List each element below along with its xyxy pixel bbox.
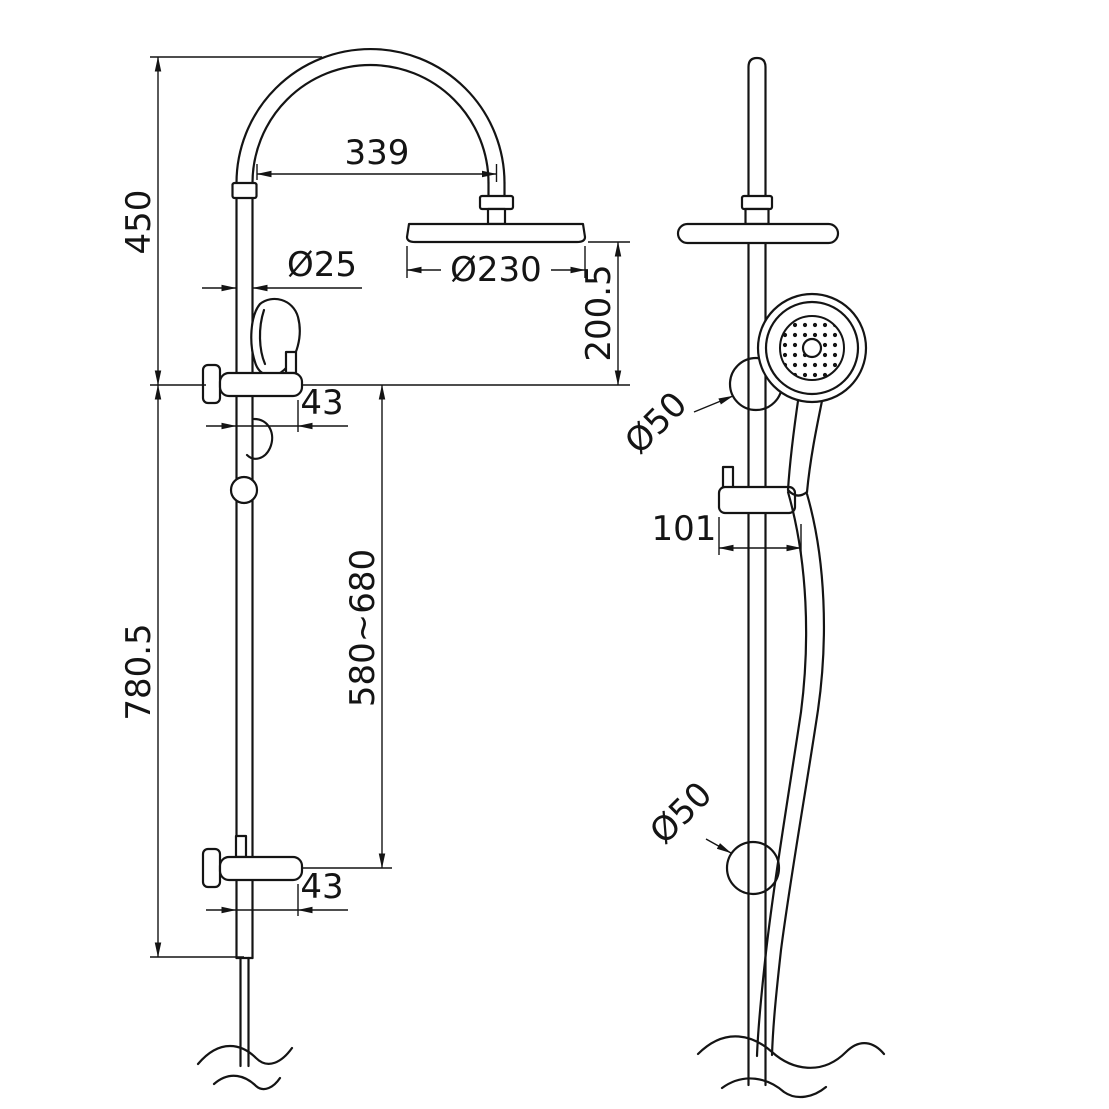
- dim-label-d230: Ø230: [450, 250, 542, 290]
- hand-shower-face: [756, 292, 868, 404]
- riser-pipe-front: [747, 56, 767, 1087]
- hand-shower-handle: [786, 392, 825, 497]
- wall-plate: [201, 847, 222, 889]
- bracket-pin: [721, 465, 735, 490]
- dim-label-450: 450: [119, 190, 159, 255]
- rain-shower-head-front: [676, 194, 840, 245]
- dim-label-580-680: 580~680: [343, 549, 383, 707]
- head-connector-flange: [478, 194, 515, 211]
- wall-plate: [201, 363, 222, 405]
- leader-d50-top: [693, 395, 734, 413]
- bracket-arm: [218, 855, 304, 882]
- dim-label-43-bottom: 43: [300, 867, 343, 907]
- break-line-right: [696, 1035, 886, 1099]
- gooseneck-arc: [235, 47, 506, 198]
- dim-label-339: 339: [345, 133, 410, 173]
- break-line-left: [196, 1045, 294, 1091]
- leader-d50-bottom: [705, 838, 732, 854]
- bracket-body: [717, 485, 797, 515]
- shower-hose: [755, 490, 826, 1058]
- dim-label-101: 101: [652, 509, 717, 549]
- side-view: [196, 47, 587, 1091]
- hose-holder-ring-bottom: [725, 840, 781, 896]
- front-view: [676, 56, 886, 1099]
- wall-bracket-top: [201, 350, 304, 405]
- head-connector-stem: [744, 207, 770, 226]
- pipe-top-fitting: [231, 181, 258, 200]
- bracket-arm: [218, 371, 304, 398]
- dim-label-43-top: 43: [300, 383, 343, 423]
- wall-bracket-front: [717, 465, 797, 515]
- slider-knob: [229, 475, 259, 505]
- bracket-pin: [284, 350, 298, 375]
- riser-pipe: [231, 181, 258, 1068]
- head-connector-flange: [740, 194, 774, 211]
- dim-label-200-5: 200.5: [579, 264, 619, 361]
- dimensions: 450 780.5 339 Ø25 Ø230 200.5 43 580~680 …: [119, 56, 802, 958]
- head-connector-stem: [486, 207, 507, 226]
- bracket-pin: [234, 834, 248, 859]
- wall-bracket-bottom: [201, 834, 304, 889]
- spray-face-center-cap: [801, 337, 823, 359]
- label-backing: [441, 252, 551, 287]
- dim-label-d50-top: Ø50: [617, 384, 695, 462]
- dim-label-780-5: 780.5: [119, 623, 159, 720]
- head-disc: [676, 222, 840, 245]
- dim-label-d25: Ø25: [287, 245, 357, 285]
- hose-hook: [229, 417, 274, 505]
- rain-shower-head-side: [405, 194, 587, 244]
